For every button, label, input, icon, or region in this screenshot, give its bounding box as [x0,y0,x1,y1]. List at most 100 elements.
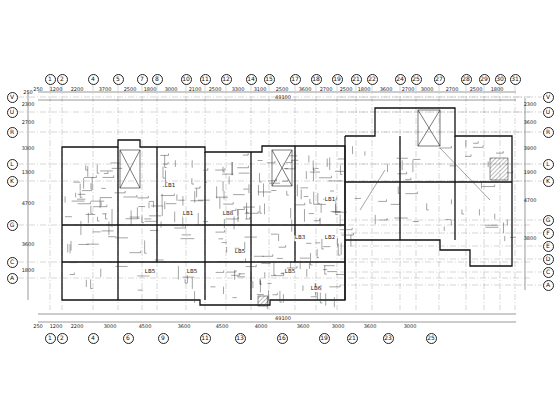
line [416,85,417,310]
line [97,217,98,221]
slab-label: LB2 [324,235,335,241]
axis-label: 4 [91,76,95,82]
axis-label: 31 [511,76,519,82]
line [195,188,200,189]
line [276,179,277,181]
axis-label: 13 [236,335,244,341]
line [149,215,161,216]
line [313,192,314,205]
line [317,249,318,257]
line [286,162,292,163]
line [287,195,289,196]
axis-bubble: 24 [395,74,406,85]
line [290,261,291,268]
line [91,189,93,190]
line [226,247,227,252]
line [352,146,353,154]
line [291,161,292,163]
axis-bubble: 1 [45,333,56,344]
dimension-text: 2500 [209,87,222,92]
axis-bubble: 28 [461,74,472,85]
line [337,238,338,247]
line [90,183,91,189]
line [340,97,542,98]
axis-bubble: 14 [246,74,257,85]
line [327,271,337,272]
axis-bubble: 17 [290,74,301,85]
line [137,207,138,218]
line [444,227,445,231]
line [451,220,452,225]
dimension-text: 3800 [524,236,537,241]
line [178,266,179,279]
line [295,85,296,310]
axis-bubble: L [543,159,554,170]
line [465,140,466,147]
line [360,170,385,210]
line [313,170,315,171]
line [70,244,71,253]
dimension-text: 3000 [165,87,178,92]
dimension-text: 2500 [276,87,289,92]
line [260,213,262,214]
line [352,228,353,230]
line [267,297,268,309]
line [153,202,154,208]
line [306,171,307,179]
line [319,177,332,178]
line [237,276,245,277]
axis-label: 11 [201,76,209,82]
line [259,279,260,285]
dimension-text: 49100 [275,316,291,321]
line [116,266,128,267]
line [479,209,480,215]
line [386,199,387,201]
axis-bubble: 16 [277,333,288,344]
line [191,178,192,184]
line [73,182,80,183]
line [485,227,498,228]
axis-bubble: 25 [426,333,437,344]
line [254,256,264,257]
line [80,221,81,235]
line [304,209,305,222]
line [325,293,326,305]
line [126,218,138,219]
stair-openings [120,110,440,188]
line [155,259,164,260]
line [80,184,81,191]
line [224,230,225,232]
line [473,147,483,148]
axis-label: K [546,178,550,184]
dimension-text: 3600 [364,324,377,329]
line [282,181,288,182]
line [186,85,187,310]
line [91,201,104,202]
axis-bubble: 27 [434,74,445,85]
line [413,221,419,222]
axis-bubble: U [543,107,554,118]
line [320,218,321,224]
line [138,206,145,207]
line [80,197,82,198]
line [338,244,339,256]
line [91,288,93,289]
line [131,210,132,224]
line [364,151,365,155]
dimension-text: 3600 [297,324,310,329]
dimension-text: 1800 [491,87,504,92]
dimension-text: 1800 [144,87,157,92]
axis-label: 19 [333,76,341,82]
line [164,201,165,209]
line [104,173,108,174]
line [183,277,194,278]
dimension-text: 3000 [404,324,417,329]
line [245,218,250,219]
line [268,290,269,301]
line [226,218,238,219]
line [138,290,143,291]
line [142,222,144,223]
axis-label: R [10,129,14,135]
line [194,191,195,203]
line [278,234,279,241]
